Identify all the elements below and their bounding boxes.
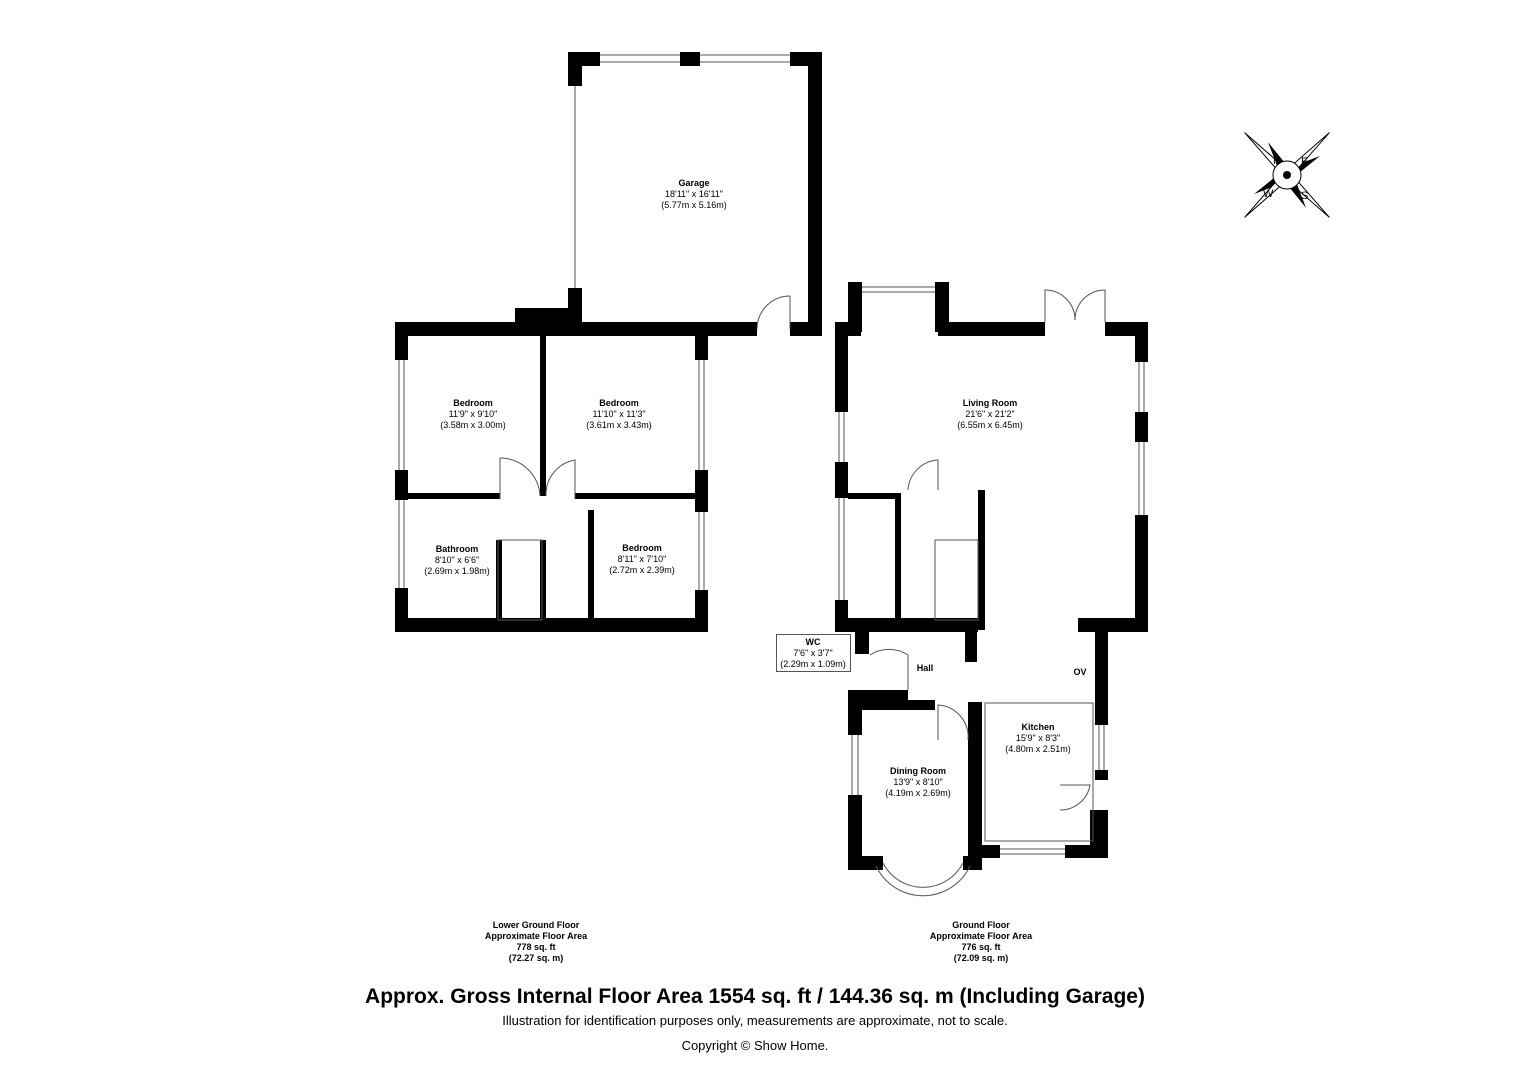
room-hall: Hall — [916, 663, 934, 673]
gross-area-title: Approx. Gross Internal Floor Area 1554 s… — [365, 985, 1145, 1008]
disclaimer: Illustration for identification purposes… — [502, 1013, 1008, 1028]
wc-label-box — [776, 634, 851, 672]
compass-n: N — [1273, 155, 1281, 167]
oven-label: OV — [1073, 667, 1087, 677]
compass-e: E — [1301, 156, 1308, 168]
walls — [395, 52, 1148, 870]
windows-doors — [398, 54, 1145, 897]
compass-s: S — [1301, 190, 1308, 202]
copyright: Copyright © Show Home. — [681, 1038, 829, 1053]
compass: N E S W — [1244, 132, 1330, 218]
compass-w: W — [1263, 188, 1274, 200]
